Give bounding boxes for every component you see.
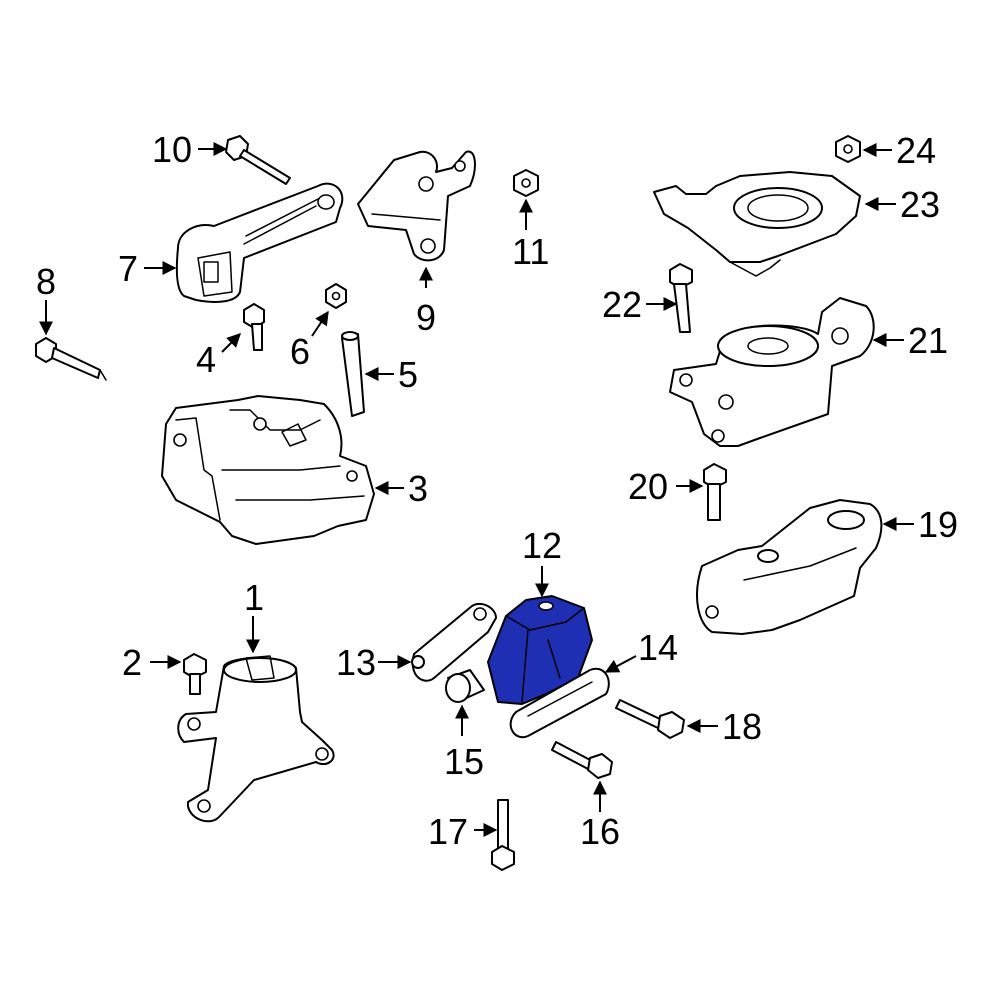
- part-7-torque-rod[interactable]: [175, 182, 344, 303]
- callout-11[interactable]: 11: [512, 231, 549, 272]
- callout-23[interactable]: 23: [900, 184, 940, 225]
- callout-17[interactable]: 17: [428, 811, 468, 852]
- callout-18[interactable]: 18: [722, 706, 762, 747]
- callout-6[interactable]: 6: [290, 331, 310, 372]
- callout-leaders: [39, 142, 914, 837]
- part-17-bolt[interactable]: [491, 799, 515, 871]
- callout-16[interactable]: 16: [580, 811, 620, 852]
- callout-10[interactable]: 10: [152, 129, 192, 170]
- callout-8[interactable]: 8: [36, 261, 56, 302]
- part-10-bolt[interactable]: [225, 135, 291, 185]
- part-5-pin[interactable]: [341, 331, 365, 417]
- callout-1[interactable]: 1: [244, 577, 264, 618]
- callout-15[interactable]: 15: [444, 741, 484, 782]
- callout-14[interactable]: 14: [638, 627, 678, 668]
- part-22-bolt[interactable]: [669, 263, 693, 333]
- callout-21[interactable]: 21: [908, 320, 948, 361]
- callout-5[interactable]: 5: [398, 354, 418, 395]
- part-16-bolt[interactable]: [551, 741, 613, 779]
- callout-22[interactable]: 22: [602, 284, 642, 325]
- callout-12[interactable]: 12: [522, 525, 562, 566]
- callout-9[interactable]: 9: [416, 297, 436, 338]
- part-2-bolt[interactable]: [183, 653, 207, 695]
- part-13-link[interactable]: [411, 602, 497, 682]
- part-18-bolt[interactable]: [615, 699, 685, 739]
- part-12-transmission-mount[interactable]: [487, 595, 593, 705]
- part-24-nut[interactable]: [835, 135, 861, 163]
- part-4-bolt[interactable]: [243, 303, 265, 351]
- callout-labels: 10 7 8 9 11 4 6 5 3 1 2 13 12 14 15 16 1…: [36, 129, 958, 852]
- part-8-bolt[interactable]: [35, 337, 107, 381]
- part-14-link[interactable]: [509, 667, 610, 739]
- part-20-bolt[interactable]: [703, 463, 727, 521]
- callout-13[interactable]: 13: [336, 642, 376, 683]
- part-15-bushing[interactable]: [445, 669, 485, 703]
- part-19-mount-bracket[interactable]: [696, 499, 883, 635]
- callout-7[interactable]: 7: [118, 248, 138, 289]
- callout-4[interactable]: 4: [196, 339, 216, 380]
- callout-19[interactable]: 19: [918, 504, 958, 545]
- callout-3[interactable]: 3: [408, 468, 428, 509]
- part-1-engine-mount[interactable]: [177, 655, 335, 823]
- part-11-nut[interactable]: [513, 169, 539, 197]
- callout-24[interactable]: 24: [896, 130, 936, 171]
- part-23-bracket-plate[interactable]: [653, 171, 861, 277]
- part-9-bracket[interactable]: [357, 150, 476, 262]
- part-6-nut[interactable]: [325, 283, 347, 309]
- part-3-carrier-bracket[interactable]: [161, 395, 375, 545]
- callout-2[interactable]: 2: [122, 642, 142, 683]
- part-21-mount[interactable]: [669, 297, 875, 447]
- callout-20[interactable]: 20: [628, 466, 668, 507]
